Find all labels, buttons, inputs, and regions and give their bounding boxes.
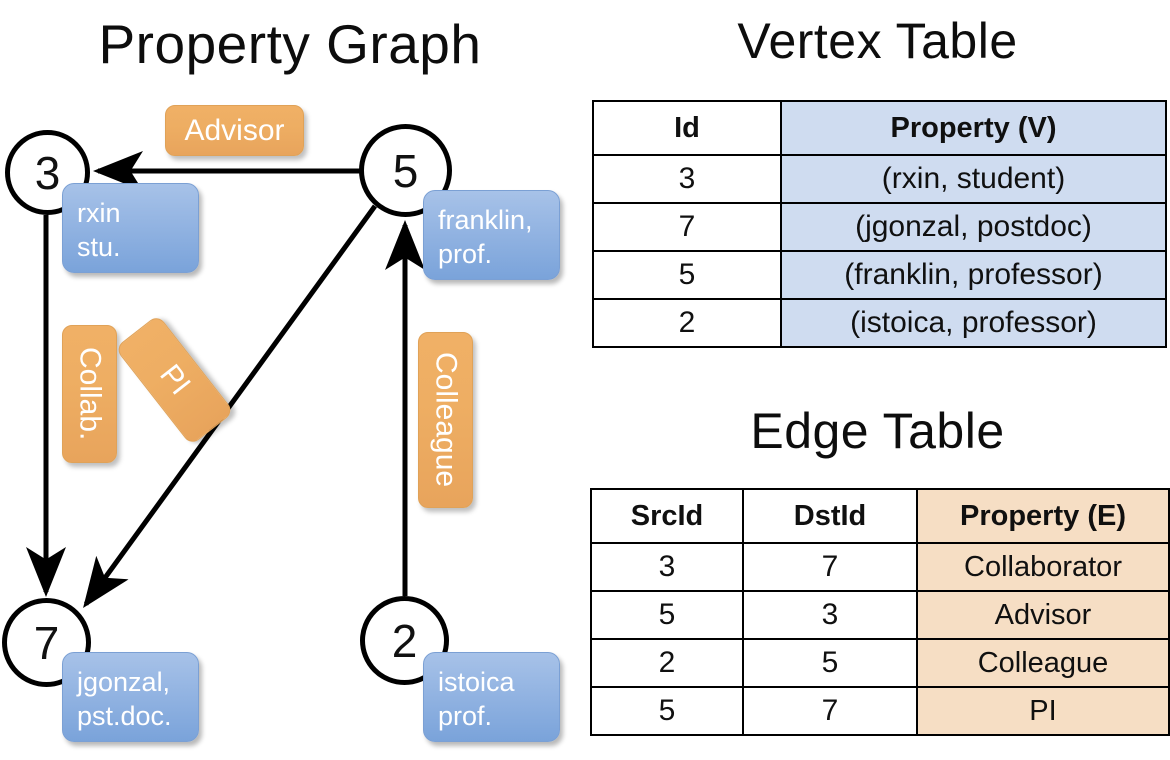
graph-edges-layer bbox=[26, 151, 425, 609]
vertex-table-cell-property: (franklin, professor) bbox=[780, 250, 1167, 300]
table-row: 5 (franklin, professor) bbox=[592, 250, 1167, 300]
table-header-row: SrcId DstId Property (E) bbox=[590, 488, 1170, 544]
vertex-property-line: istoica bbox=[438, 667, 515, 697]
graph-node-2[interactable]: 2 bbox=[360, 596, 449, 685]
table-row: 2 (istoica, professor) bbox=[592, 298, 1167, 348]
edge-table-cell-property: Collaborator bbox=[916, 542, 1170, 592]
vertex-property-box-3: rxin stu. bbox=[62, 183, 199, 273]
vertex-property-line: franklin, bbox=[438, 205, 533, 235]
edge-table-cell-property: PI bbox=[916, 686, 1170, 736]
edge-label-collab: Collab. bbox=[62, 325, 117, 463]
vertex-property-line: jgonzal, bbox=[77, 667, 171, 697]
edge-label-advisor: Advisor bbox=[165, 105, 304, 156]
edge-5-to-7-pi bbox=[83, 204, 378, 609]
edge-table-cell-dstid: 3 bbox=[742, 590, 918, 640]
vertex-property-box-5: franklin, prof. bbox=[423, 190, 560, 280]
vertex-table-cell-property: (rxin, student) bbox=[780, 154, 1167, 204]
vertex-property-line: rxin bbox=[77, 198, 121, 228]
page-title-vertex-table: Vertex Table bbox=[737, 13, 1018, 69]
vertex-property-box-7: jgonzal, pst.doc. bbox=[62, 652, 199, 742]
page-title-property-graph: Property Graph bbox=[98, 13, 482, 75]
vertex-property-line: prof. bbox=[438, 701, 493, 731]
table-row: 7 (jgonzal, postdoc) bbox=[592, 202, 1167, 252]
page-title-edge-table: Edge Table bbox=[750, 403, 1005, 459]
edge-table-cell-srcid: 5 bbox=[590, 686, 744, 736]
edge-table-header-dstid: DstId bbox=[742, 488, 918, 544]
edge-table-cell-dstid: 7 bbox=[742, 686, 918, 736]
table-row: 5 7 PI bbox=[590, 686, 1170, 736]
vertex-property-line: pst.doc. bbox=[77, 701, 172, 731]
edge-table-header-property: Property (E) bbox=[916, 488, 1170, 544]
vertex-table: Id Property (V) 3 (rxin, student) 7 (jgo… bbox=[592, 100, 1167, 348]
graph-node-5[interactable]: 5 bbox=[359, 124, 452, 217]
vertex-table-cell-id: 2 bbox=[592, 298, 782, 348]
edge-label-text: Collab. bbox=[73, 347, 107, 441]
vertex-table-cell-id: 7 bbox=[592, 202, 782, 252]
table-row: 5 3 Advisor bbox=[590, 590, 1170, 640]
edge-label-text: PI bbox=[153, 358, 197, 402]
vertex-table-header-property: Property (V) bbox=[780, 100, 1167, 156]
edge-table-cell-property: Advisor bbox=[916, 590, 1170, 640]
edge-table-cell-srcid: 3 bbox=[590, 542, 744, 592]
edge-label-text: Advisor bbox=[184, 113, 285, 147]
vertex-table-cell-property: (jgonzal, postdoc) bbox=[780, 202, 1167, 252]
vertex-property-box-2: istoica prof. bbox=[423, 652, 560, 742]
edge-table-header-srcid: SrcId bbox=[590, 488, 744, 544]
table-row: 2 5 Colleague bbox=[590, 638, 1170, 688]
property-graph-diagram: 3 5 7 2 rxin stu. franklin, prof. jgonza… bbox=[2, 105, 560, 742]
vertex-table-header-id: Id bbox=[592, 100, 782, 156]
edge-label-colleague: Colleague bbox=[418, 332, 473, 508]
vertex-table-cell-id: 5 bbox=[592, 250, 782, 300]
edge-label-text: Colleague bbox=[429, 352, 463, 488]
edge-table-cell-dstid: 5 bbox=[742, 638, 918, 688]
edge-table-cell-srcid: 2 bbox=[590, 638, 744, 688]
vertex-property-line: stu. bbox=[77, 232, 121, 262]
vertex-table-cell-property: (istoica, professor) bbox=[780, 298, 1167, 348]
table-row: 3 (rxin, student) bbox=[592, 154, 1167, 204]
table-header-row: Id Property (V) bbox=[592, 100, 1167, 156]
vertex-table-cell-id: 3 bbox=[592, 154, 782, 204]
edge-table-cell-srcid: 5 bbox=[590, 590, 744, 640]
edge-table-cell-property: Colleague bbox=[916, 638, 1170, 688]
edge-table-cell-dstid: 7 bbox=[742, 542, 918, 592]
edge-table: SrcId DstId Property (E) 3 7 Collaborato… bbox=[590, 488, 1170, 736]
vertex-property-line: prof. bbox=[438, 239, 493, 269]
table-row: 3 7 Collaborator bbox=[590, 542, 1170, 592]
